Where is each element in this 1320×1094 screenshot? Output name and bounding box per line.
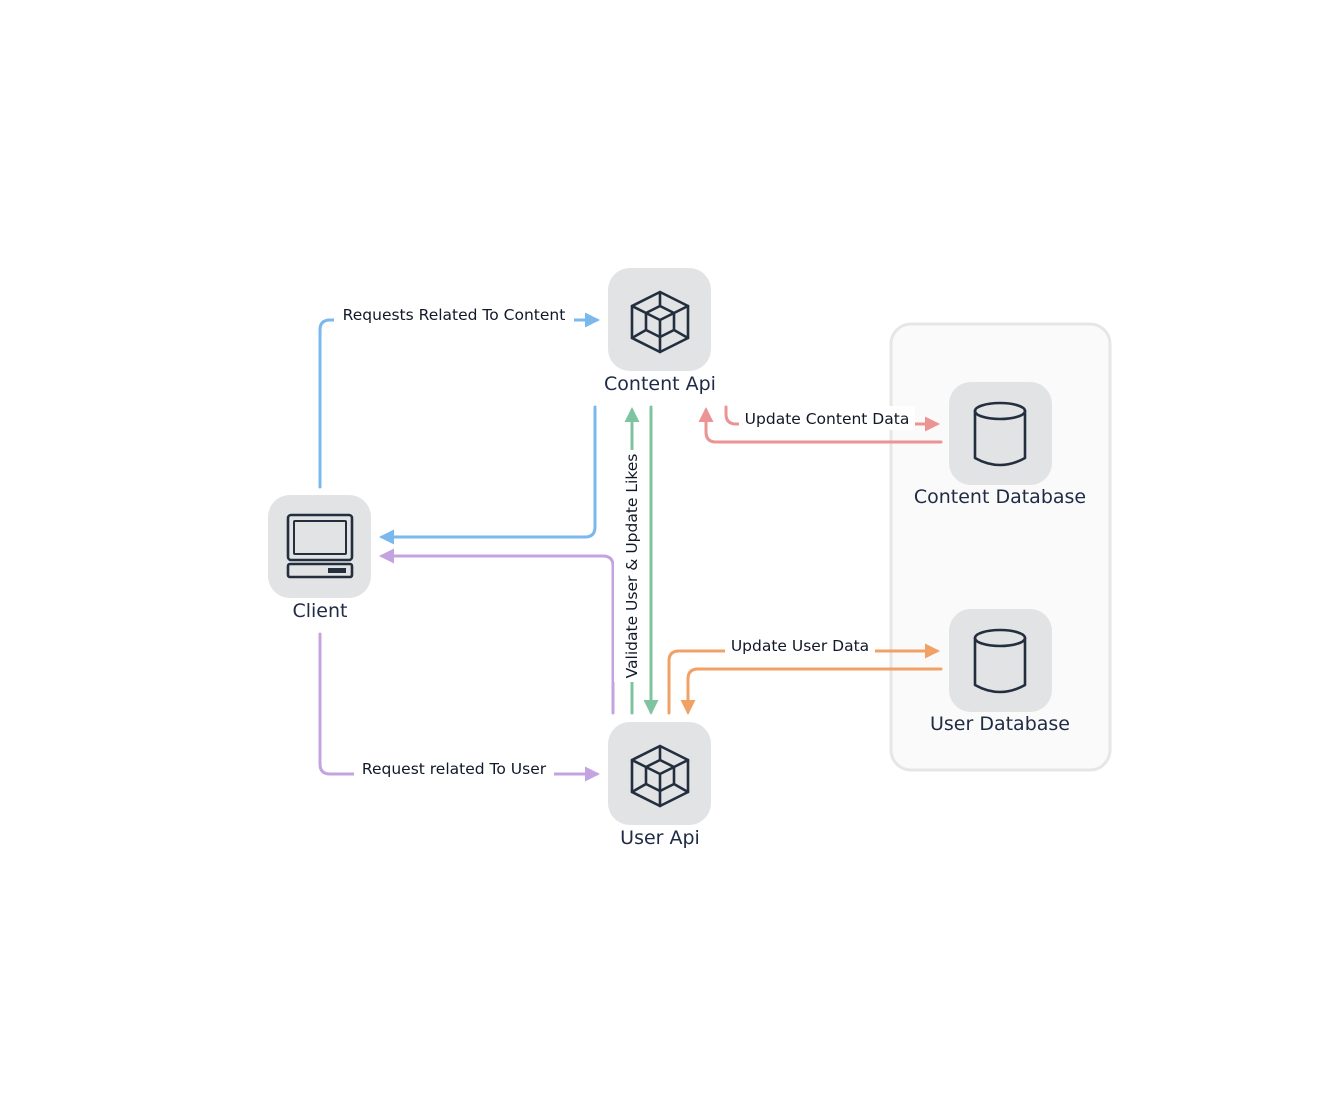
content-database-node[interactable]: Content Database [914,382,1086,508]
cube-icon [630,744,690,808]
client-label: Client [292,600,347,622]
database-group [889,322,1112,772]
edge-content-api-to-client [379,405,597,545]
edge-label-validate-user: Validate User & Update Likes [623,454,641,679]
database-icon [973,401,1027,467]
user-api-node[interactable]: User Api [608,722,711,849]
content-api-label: Content Api [604,373,716,395]
database-icon [973,628,1027,694]
client-node[interactable]: Client [268,495,371,622]
user-database-label: User Database [930,713,1070,735]
edge-client-to-user-api [318,632,600,782]
edge-user-api-to-user-db [667,643,940,715]
edge-client-to-content-api [318,312,600,489]
edge-label-client-to-content: Requests Related To Content [343,306,566,324]
user-database-node[interactable]: User Database [930,609,1070,735]
edge-content-api-to-content-db [724,405,940,432]
computer-icon [286,513,354,579]
edge-user-db-to-user-api [680,667,943,715]
edge-label-client-to-user: Request related To User [362,760,547,778]
edge-user-api-to-client [379,548,615,715]
user-api-label: User Api [620,827,700,849]
edge-label-update-user: Update User Data [731,637,869,655]
content-api-node[interactable]: Content Api [604,268,716,395]
edge-label-update-content: Update Content Data [745,410,910,428]
edge-content-db-to-content-api [698,407,943,444]
content-database-label: Content Database [914,486,1086,508]
cube-icon [630,290,690,354]
